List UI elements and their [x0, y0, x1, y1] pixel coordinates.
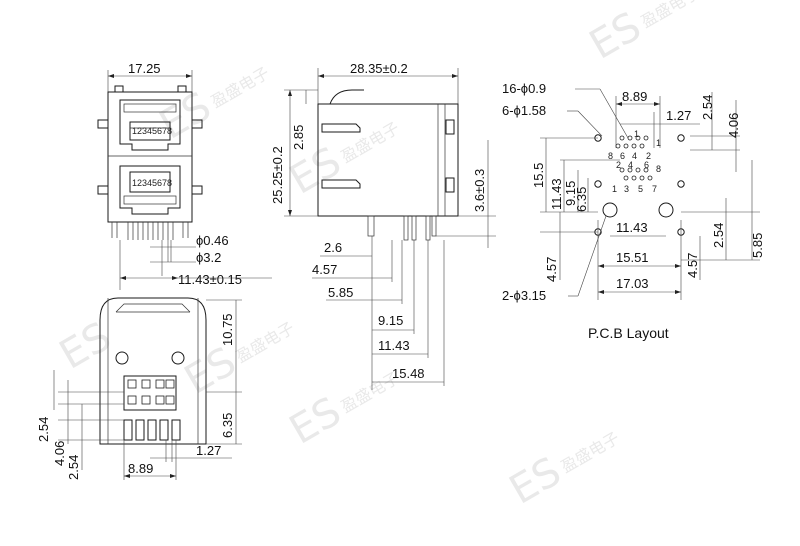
bottom-view: 10.75 6.35 2.54 4.06 2.54 8.89 1.27: [36, 297, 242, 480]
dim-15-48: 15.48: [392, 366, 425, 381]
watermark-chinese: 盈盛电子: [233, 318, 298, 366]
dim-width: 17.25: [128, 61, 161, 76]
watermark-logo: ES: [582, 3, 649, 68]
pcb-dim-6-35: 6.35: [574, 187, 589, 212]
pcb-dim-4-57: 4.57: [544, 257, 559, 282]
pin-label: 1: [656, 138, 661, 148]
pin-label: 7: [652, 184, 657, 194]
pcb-dim-11-43: 11.43: [549, 178, 564, 210]
dim-pin-length: 3.6±0.3: [472, 169, 487, 212]
dim-1-27: 1.27: [196, 443, 221, 458]
pin-label: 6: [620, 151, 625, 161]
callout-holes-small: 16-ϕ0.9: [502, 81, 546, 96]
watermark-chinese: 盈盛电子: [638, 0, 703, 32]
front-view: 17.25 12345678 12345678: [97, 61, 272, 290]
pin-label: 1: [634, 129, 639, 139]
dim-pitch: 11.43±0.15: [178, 272, 242, 287]
watermark-chinese: 盈盛电子: [208, 63, 273, 111]
dim-height: 25.25±0.2: [270, 146, 285, 204]
dim-left-2-54: 2.54: [36, 417, 51, 442]
side-view: 28.35±0.2 25.25±0.2 2.85 3.6±0.3: [270, 61, 496, 390]
pcb-dim-right-2-54: 2.54: [711, 223, 726, 248]
pcb-dim-2-54: 2.54: [700, 95, 715, 120]
watermark-logo: ES: [52, 313, 119, 378]
pin-label: 2: [616, 160, 621, 170]
dim-8-89: 8.89: [128, 461, 153, 476]
pin-label: 4: [632, 151, 637, 161]
pcb-dim-right-4-57: 4.57: [685, 253, 700, 278]
pcb-dim-4-06: 4.06: [726, 113, 741, 138]
port-upper-label: 12345678: [132, 126, 172, 136]
dim-left-4-06: 4.06: [52, 441, 67, 466]
port-lower-label: 12345678: [132, 178, 172, 188]
dim-4-57: 4.57: [312, 262, 337, 277]
watermark-logo: ES: [502, 448, 569, 513]
pcb-dim-mid-11-43: 11.43: [616, 220, 648, 235]
pin-label: 3: [624, 184, 629, 194]
pin-label: 4: [628, 160, 633, 170]
pin-label: 5: [638, 184, 643, 194]
dim-left-2-54b: 2.54: [66, 455, 81, 480]
dim-length: 28.35±0.2: [350, 61, 408, 76]
callout-holes-large: 2-ϕ3.15: [502, 288, 546, 303]
dim-6-35: 6.35: [220, 413, 235, 438]
dim-11-43: 11.43: [378, 338, 410, 353]
pcb-layout-title: P.C.B Layout: [588, 325, 669, 341]
pcb-holes: [594, 134, 685, 236]
pcb-layout: 16-ϕ0.9 6-ϕ1.58 8.89 1.27 2.54 4.06: [502, 81, 765, 341]
watermark-chinese: 盈盛电子: [558, 428, 623, 476]
dim-10-75: 10.75: [220, 313, 235, 346]
pin-label: 6: [644, 160, 649, 170]
dim-9-15: 9.15: [378, 313, 403, 328]
watermarks: ES 盈盛电子 ES 盈盛电子 ES 盈盛电子 ES ES 盈盛电子 ES 盈盛…: [52, 0, 703, 514]
pcb-dim-17-03: 17.03: [616, 276, 649, 291]
pcb-dim-9-15: 9.15: [563, 181, 578, 206]
pin-label: 8: [656, 164, 661, 174]
dim-top-offset: 2.85: [291, 125, 306, 150]
pcb-dim-1-27: 1.27: [666, 108, 691, 123]
pin-label: 1: [612, 184, 617, 194]
dim-pin-diameter: ϕ0.46: [196, 233, 229, 248]
pin-label: 8: [608, 151, 613, 161]
callout-holes-medium: 6-ϕ1.58: [502, 103, 546, 118]
pin-label: 2: [646, 151, 651, 161]
watermark-logo: ES: [177, 338, 244, 403]
pcb-dim-right-5-85: 5.85: [750, 233, 765, 258]
pcb-dim-15-51: 15.51: [616, 250, 649, 265]
pcb-dim-8-89: 8.89: [622, 89, 647, 104]
watermark-logo: ES: [152, 83, 219, 148]
dim-5-85: 5.85: [328, 285, 353, 300]
pcb-dim-15-5: 15.5: [531, 163, 546, 188]
dim-2-6: 2.6: [324, 240, 342, 255]
watermark-logo: ES: [282, 388, 349, 453]
watermark-chinese: 盈盛电子: [338, 118, 403, 166]
dim-post-diameter: ϕ3.2: [196, 250, 221, 265]
